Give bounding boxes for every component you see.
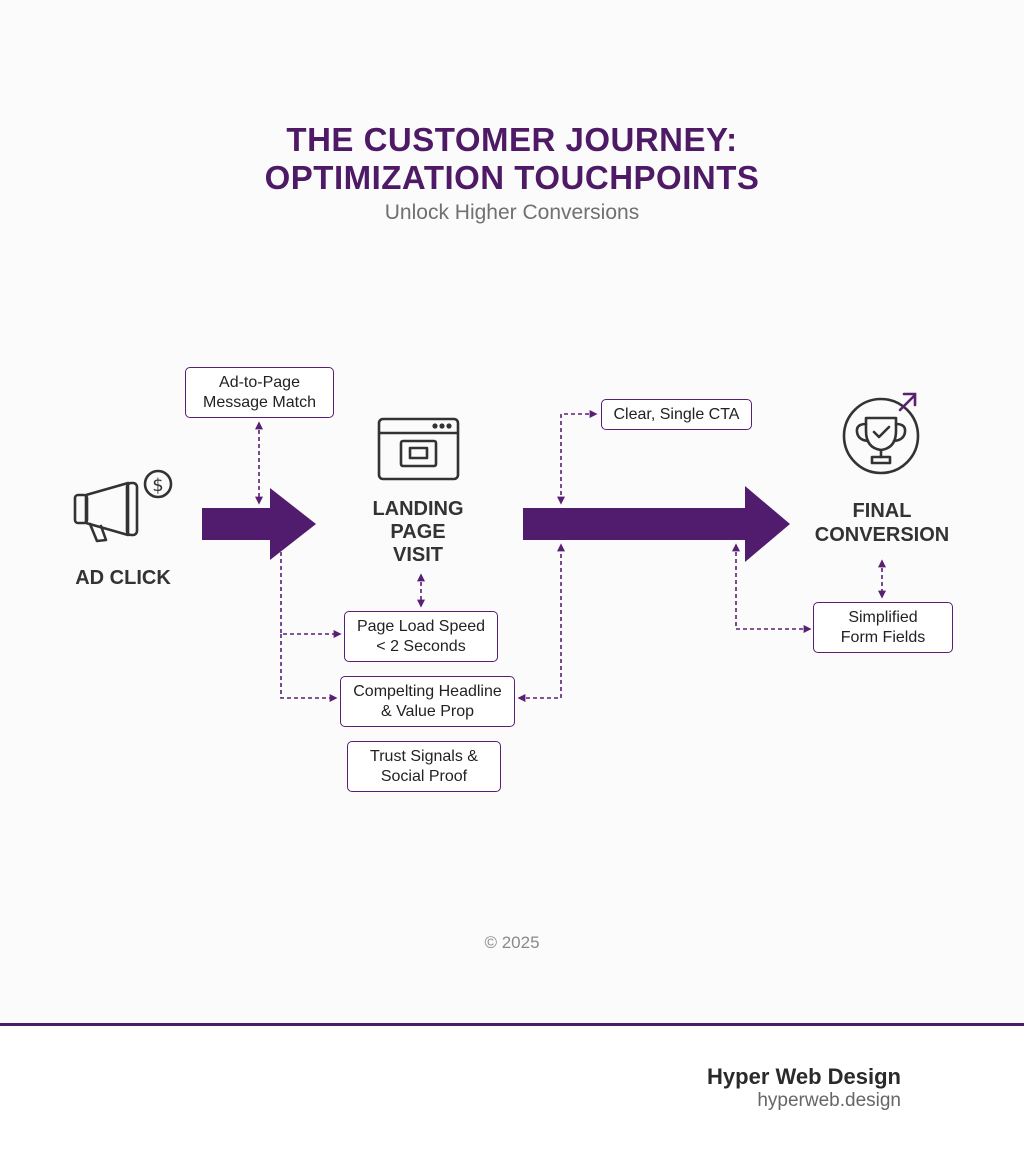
- touchpoint-cta: Clear, Single CTA: [601, 399, 752, 430]
- connector-headline-left: [280, 634, 338, 702]
- browser-window-icon: [377, 417, 460, 481]
- trophy-icon: [842, 397, 920, 475]
- touchpoint-form-fields: Simplified Form Fields: [813, 602, 953, 653]
- connector-cta: [557, 410, 598, 505]
- touchpoint-trust-signals: Trust Signals & Social Proof: [347, 741, 501, 792]
- connector-page-speed: [280, 545, 342, 638]
- megaphone-dollar-icon: $: [73, 469, 173, 543]
- page-title-line-2: OPTIMIZATION TOUCHPOINTS: [264, 159, 760, 196]
- footer-divider: [0, 1023, 1024, 1026]
- stage-landing-label-line-3: VISIT: [392, 544, 443, 566]
- svg-text:$: $: [152, 475, 163, 496]
- copyright-text: © 2025: [484, 933, 540, 952]
- flow-arrow-2: [523, 486, 790, 562]
- stage-conversion-label-line-2: CONVERSION: [814, 524, 950, 546]
- stage-landing-label-line-2: PAGE: [390, 521, 446, 543]
- connector-headline-right: [517, 543, 565, 702]
- flow-arrow-1: [202, 488, 316, 560]
- page-subtitle: Unlock Higher Conversions: [384, 201, 640, 224]
- touchpoint-page-speed: Page Load Speed < 2 Seconds: [344, 611, 498, 662]
- connector-form: [732, 543, 812, 633]
- touchpoint-message-match: Ad-to-Page Message Match: [185, 367, 334, 418]
- stage-landing-label-line-1: LANDING: [372, 498, 464, 520]
- footer-bar: [0, 1026, 1024, 1154]
- touchpoint-headline: Compelting Headline & Value Prop: [340, 676, 515, 727]
- stage-ad-click-label: AD CLICK: [75, 567, 171, 589]
- brand-name: Hyper Web Design: [707, 1064, 901, 1089]
- brand-url[interactable]: hyperweb.design: [757, 1090, 901, 1111]
- page-title-line-1: THE CUSTOMER JOURNEY:: [286, 121, 738, 158]
- stage-conversion-label-line-1: FINAL: [852, 500, 912, 522]
- growth-arrow-icon: [898, 392, 917, 412]
